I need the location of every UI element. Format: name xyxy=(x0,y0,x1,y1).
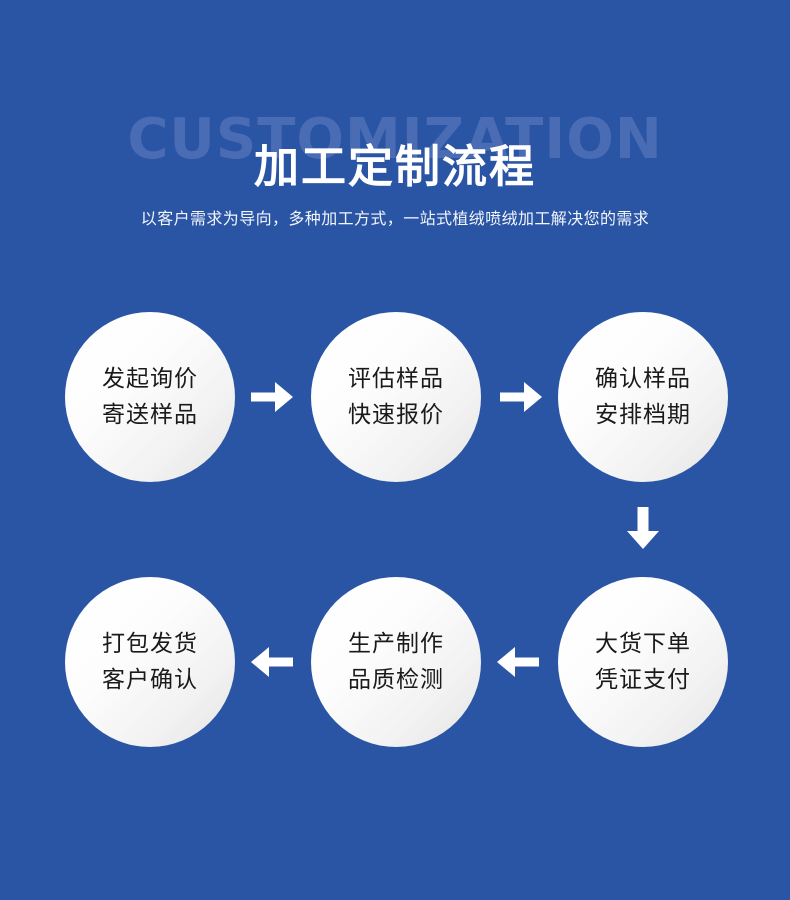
page-title: 加工定制流程 xyxy=(253,140,536,193)
flow-node-2[interactable]: 评估样品 快速报价 xyxy=(311,312,481,482)
flow-node-4[interactable]: 大货下单 凭证支付 xyxy=(558,577,728,747)
arrow-left-icon xyxy=(249,642,295,682)
flow-node-3-line2: 安排档期 xyxy=(595,402,691,428)
arrow-left-icon xyxy=(495,642,541,682)
flow-node-5-line2: 品质检测 xyxy=(348,667,444,693)
arrow-right-icon xyxy=(498,377,544,417)
flow-node-6-line1: 打包发货 xyxy=(102,631,198,657)
flow-node-2-line2: 快速报价 xyxy=(348,402,444,428)
flow-node-1[interactable]: 发起询价 寄送样品 xyxy=(65,312,235,482)
flow-node-1-line1: 发起询价 xyxy=(102,366,198,392)
page-header: CUSTOMIZATION 加工定制流程 以客户需求为导向，多种加工方式，一站式… xyxy=(0,0,790,260)
arrow-right-icon xyxy=(249,377,295,417)
watermark-text: CUSTOMIZATION xyxy=(127,107,663,172)
page-subtitle: 以客户需求为导向，多种加工方式，一站式植绒喷绒加工解决您的需求 xyxy=(140,209,650,228)
flow-node-6[interactable]: 打包发货 客户确认 xyxy=(65,577,235,747)
flow-node-5-line1: 生产制作 xyxy=(348,631,444,657)
flow-node-4-line2: 凭证支付 xyxy=(595,667,691,693)
flow-node-5[interactable]: 生产制作 品质检测 xyxy=(311,577,481,747)
flow-node-2-line1: 评估样品 xyxy=(348,366,444,392)
flow-node-6-line2: 客户确认 xyxy=(102,667,198,693)
flow-node-1-line2: 寄送样品 xyxy=(102,402,198,428)
flow-node-3-line1: 确认样品 xyxy=(595,366,691,392)
flow-node-3[interactable]: 确认样品 安排档期 xyxy=(558,312,728,482)
flow-node-4-line1: 大货下单 xyxy=(595,631,691,657)
arrow-down-icon xyxy=(620,505,666,551)
